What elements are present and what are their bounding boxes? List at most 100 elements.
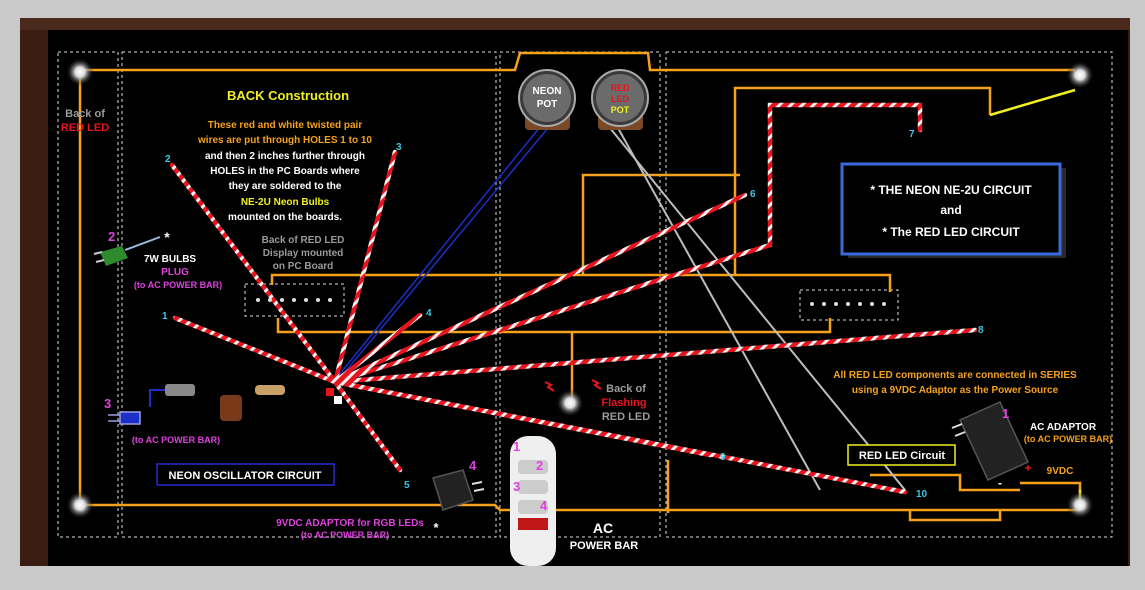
- series-note: All RED LED components are connected in …: [833, 370, 1077, 381]
- junction-white: [334, 396, 342, 404]
- twisted-wire-6: [332, 192, 748, 385]
- legend-box: [840, 162, 1066, 258]
- svg-text:2: 2: [536, 458, 543, 473]
- asterisk-rgb: *: [433, 520, 439, 535]
- svg-text:POT: POT: [537, 99, 558, 110]
- plug-7w-label-3: (to AC POWER BAR): [134, 280, 222, 290]
- svg-text:mounted on the boards.: mounted on the boards.: [228, 212, 342, 223]
- svg-text:LED: LED: [611, 94, 630, 104]
- twisted-wire-7: [332, 102, 923, 385]
- rgb-adaptor-label: 9VDC ADAPTOR for RGB LEDs: [276, 518, 424, 529]
- item-numbers: 1 2 3 4 1 2 3 4: [104, 229, 1009, 513]
- red-led-pot: [591, 69, 649, 130]
- led-top-right: [1066, 61, 1094, 89]
- twisted-wire-3: [332, 149, 398, 385]
- svg-text:3: 3: [513, 479, 520, 494]
- svg-text:2: 2: [108, 229, 115, 244]
- capacitor-component: [220, 395, 242, 421]
- wire-number-6: 6: [750, 189, 756, 200]
- series-note-2: using a 9VDC Adaptor as the Power Source: [852, 385, 1059, 396]
- svg-text:RED: RED: [610, 83, 630, 93]
- svg-text:on PC Board: on PC Board: [273, 261, 334, 272]
- svg-text:4: 4: [540, 498, 548, 513]
- svg-text:and: and: [940, 203, 961, 217]
- blue-wires: [334, 126, 549, 385]
- back-construction-title: BACK Construction: [227, 88, 349, 103]
- svg-text:Back of RED LED: Back of RED LED: [262, 235, 345, 246]
- minus-sign: -: [998, 476, 1002, 490]
- rgb-adaptor-sub: (to AC POWER BAR): [301, 530, 389, 540]
- red-led-circuit-box: [847, 444, 956, 466]
- pc-board-left: [256, 298, 332, 302]
- twisted-pairs: [169, 102, 978, 495]
- description-text: These red and white twisted pair wires a…: [197, 120, 372, 223]
- twisted-wire-10: [332, 379, 908, 495]
- red-led-circuit-label: RED LED Circuit: [859, 450, 946, 462]
- svg-text:and then 2 inches further thro: and then 2 inches further through: [205, 151, 365, 162]
- flash-mark-left: [544, 381, 555, 392]
- flash-mark-right: [591, 379, 602, 390]
- led-top-left: [66, 58, 94, 86]
- svg-text:Back of: Back of: [606, 383, 646, 395]
- svg-text:1: 1: [1002, 406, 1009, 421]
- legend-text: * THE NEON NE-2U CIRCUIT and * The RED L…: [870, 183, 1032, 239]
- wire-number-5: 5: [404, 480, 410, 491]
- red-led-pot-label: RED LED POT: [610, 83, 630, 115]
- svg-text:Flashing: Flashing: [601, 397, 646, 409]
- twisted-wire-1: [172, 315, 338, 385]
- svg-text:* The RED LED CIRCUIT: * The RED LED CIRCUIT: [882, 225, 1020, 239]
- vdc-label: 9VDC: [1047, 466, 1074, 477]
- ac-adaptor-label: AC ADAPTOR: [1030, 422, 1097, 433]
- pc-board-right: [810, 302, 886, 306]
- svg-text:POT: POT: [611, 105, 630, 115]
- wire-number-8: 8: [978, 325, 984, 336]
- yellow-wire: [989, 88, 1076, 117]
- wire-number-9: 9: [720, 452, 726, 463]
- wire-number-1: 1: [162, 311, 168, 322]
- wire-number-2: 2: [165, 154, 171, 165]
- twisted-wire-4: [332, 312, 423, 385]
- plug-7w-label: 7W BULBS: [144, 254, 197, 265]
- svg-text:HOLES in the PC Boards where: HOLES in the PC Boards where: [210, 166, 360, 177]
- wire-number-4: 4: [426, 308, 432, 319]
- led-bottom-right: [1066, 491, 1094, 519]
- svg-text:they are soldered to the: they are soldered to the: [229, 181, 342, 192]
- neon-oscillator-circuit: [108, 384, 342, 486]
- back-of-red-led-label: Back of: [65, 108, 105, 120]
- resistor-component: [255, 385, 285, 395]
- svg-text:4: 4: [469, 458, 477, 473]
- led-glows: [66, 58, 1094, 519]
- flashing-led-label: Back of Flashing RED LED: [601, 383, 650, 423]
- back-of-red-led-label-2: RED LED: [61, 122, 109, 134]
- neon-bulb-component: [165, 384, 195, 396]
- dashed-regions: [57, 51, 1113, 538]
- svg-text:RED LED: RED LED: [602, 411, 650, 423]
- twisted-wire-8: [332, 327, 978, 385]
- rgb-adaptor-icon: [432, 469, 485, 511]
- asterisk-7w: *: [164, 229, 170, 245]
- display-label: Back of RED LED Display mounted on PC Bo…: [262, 235, 345, 272]
- wire-number-10: 10: [916, 489, 928, 500]
- svg-text:These red and white twisted p: These red and white twisted pair: [208, 120, 363, 131]
- svg-text:* THE NEON NE-2U CIRCUIT: * THE NEON NE-2U CIRCUIT: [870, 183, 1032, 197]
- plug-7w-icon: [93, 236, 161, 266]
- ac-power-bar-label: AC: [593, 520, 613, 536]
- twisted-wire-5: [332, 379, 403, 473]
- osc-plug-label: (to AC POWER BAR): [132, 435, 220, 445]
- orange-wires: [78, 51, 1082, 522]
- plus-sign: +: [1024, 461, 1031, 475]
- plug-7w-label-2: PLUG: [161, 267, 189, 278]
- ac-power-bar: [510, 436, 556, 566]
- wire-number-7: 7: [909, 129, 915, 140]
- twisted-wire-2: [169, 162, 338, 385]
- neon-osc-label: NEON OSCILLATOR CIRCUIT: [169, 470, 322, 482]
- gray-wires: [609, 127, 906, 491]
- svg-text:wires are put through HOLES 1: wires are put through HOLES 1 to 10: [197, 135, 372, 146]
- neon-pot-label: NEON POT: [533, 86, 562, 110]
- svg-text:NE-2U Neon Bulbs: NE-2U Neon Bulbs: [241, 197, 330, 208]
- neon-osc-box: [156, 463, 335, 486]
- junction-red: [326, 388, 334, 396]
- neon-pot: [518, 69, 576, 130]
